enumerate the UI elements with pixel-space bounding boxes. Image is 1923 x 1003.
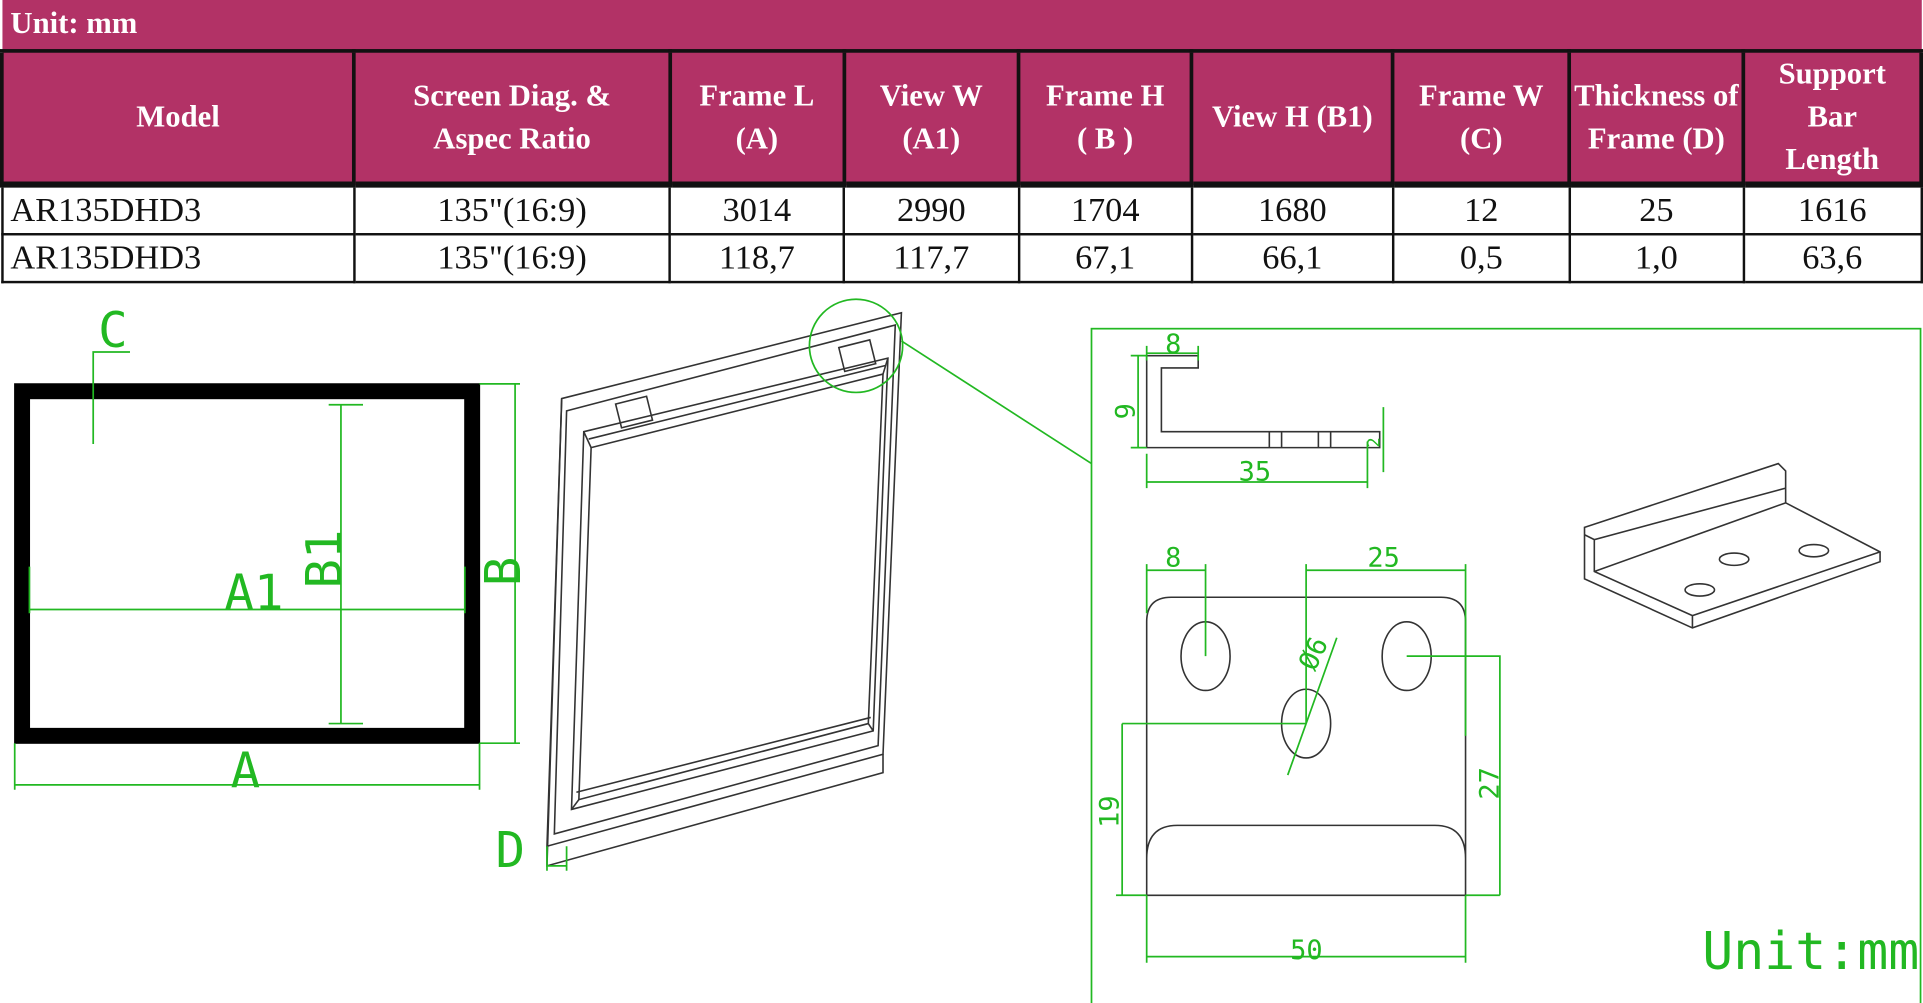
cell: 12 <box>1391 183 1571 236</box>
dim-top-width: 8 <box>1165 329 1181 360</box>
dim-hole-offset: 8 <box>1165 543 1181 574</box>
bracket-plate-view: 8 25 Ø6 19 27 50 <box>1094 543 1505 966</box>
label-a1: A1 <box>224 564 283 622</box>
bracket-profile-view: 8 9 35 2 <box>1110 329 1385 489</box>
cell: 2990 <box>842 183 1021 236</box>
label-a: A <box>231 741 261 799</box>
cell: 1680 <box>1190 183 1395 236</box>
header-thickness: Thickness of Frame (D) <box>1567 49 1746 188</box>
label-c: C <box>98 301 128 359</box>
detail-unit-label: Unit:mm <box>1702 922 1919 982</box>
unit-label: Unit: mm <box>1 0 1922 53</box>
frame-perspective-view: D <box>495 298 1092 879</box>
dim-height: 9 <box>1110 403 1141 419</box>
header-frame-w: Frame W (C) <box>1391 49 1572 188</box>
header-support-bar: Support Bar Length <box>1741 49 1923 188</box>
frame-outline <box>14 383 481 744</box>
cell: 135"(16:9) <box>352 183 672 236</box>
detail-callout-circle <box>808 298 904 394</box>
cell: AR135DHD3 <box>0 183 356 236</box>
cell: 1,0 <box>1568 233 1745 284</box>
cell: 3014 <box>668 183 846 236</box>
dim-side-hole-height: 27 <box>1475 767 1506 799</box>
cell: 1704 <box>1017 183 1193 236</box>
dim-hole-diameter: Ø6 <box>1293 632 1335 675</box>
dim-center-hole-height: 19 <box>1094 795 1125 827</box>
cell: 67,1 <box>1017 233 1193 284</box>
cell: 0,5 <box>1391 233 1571 284</box>
header-view-h: View H (B1) <box>1189 49 1396 188</box>
header-view-w: View W (A1) <box>841 49 1021 188</box>
dim-hole-spacing: 25 <box>1367 543 1399 574</box>
cell: AR135DHD3 <box>0 233 356 284</box>
header-frame-h: Frame H ( B ) <box>1016 49 1194 188</box>
detail-box <box>1090 327 1922 1003</box>
bracket-isometric-view <box>1583 462 1881 629</box>
label-b1: B1 <box>295 530 353 589</box>
dim-width: 50 <box>1290 935 1322 966</box>
header-model: Model <box>0 49 357 188</box>
header-frame-l: Frame L (A) <box>668 49 846 188</box>
header-screen: Screen Diag. & Aspec Ratio <box>352 49 672 188</box>
dim-length: 35 <box>1239 457 1271 488</box>
cell: 25 <box>1568 183 1745 236</box>
cell: 135"(16:9) <box>352 233 672 284</box>
cell: 63,6 <box>1742 233 1923 284</box>
spec-table: Unit: mm Model Screen Diag. & Aspec Rati… <box>0 0 1923 284</box>
label-b: B <box>474 557 532 587</box>
frame-front-view: C A1 A B1 B <box>13 301 532 799</box>
dim-thickness: 2 <box>1365 437 1385 447</box>
cell: 66,1 <box>1190 233 1395 284</box>
label-d: D <box>495 821 525 879</box>
cell: 118,7 <box>668 233 846 284</box>
cell: 1616 <box>1742 183 1923 236</box>
cell: 117,7 <box>842 233 1021 284</box>
header-row: Model Screen Diag. & Aspec Ratio Frame L… <box>0 49 1923 188</box>
